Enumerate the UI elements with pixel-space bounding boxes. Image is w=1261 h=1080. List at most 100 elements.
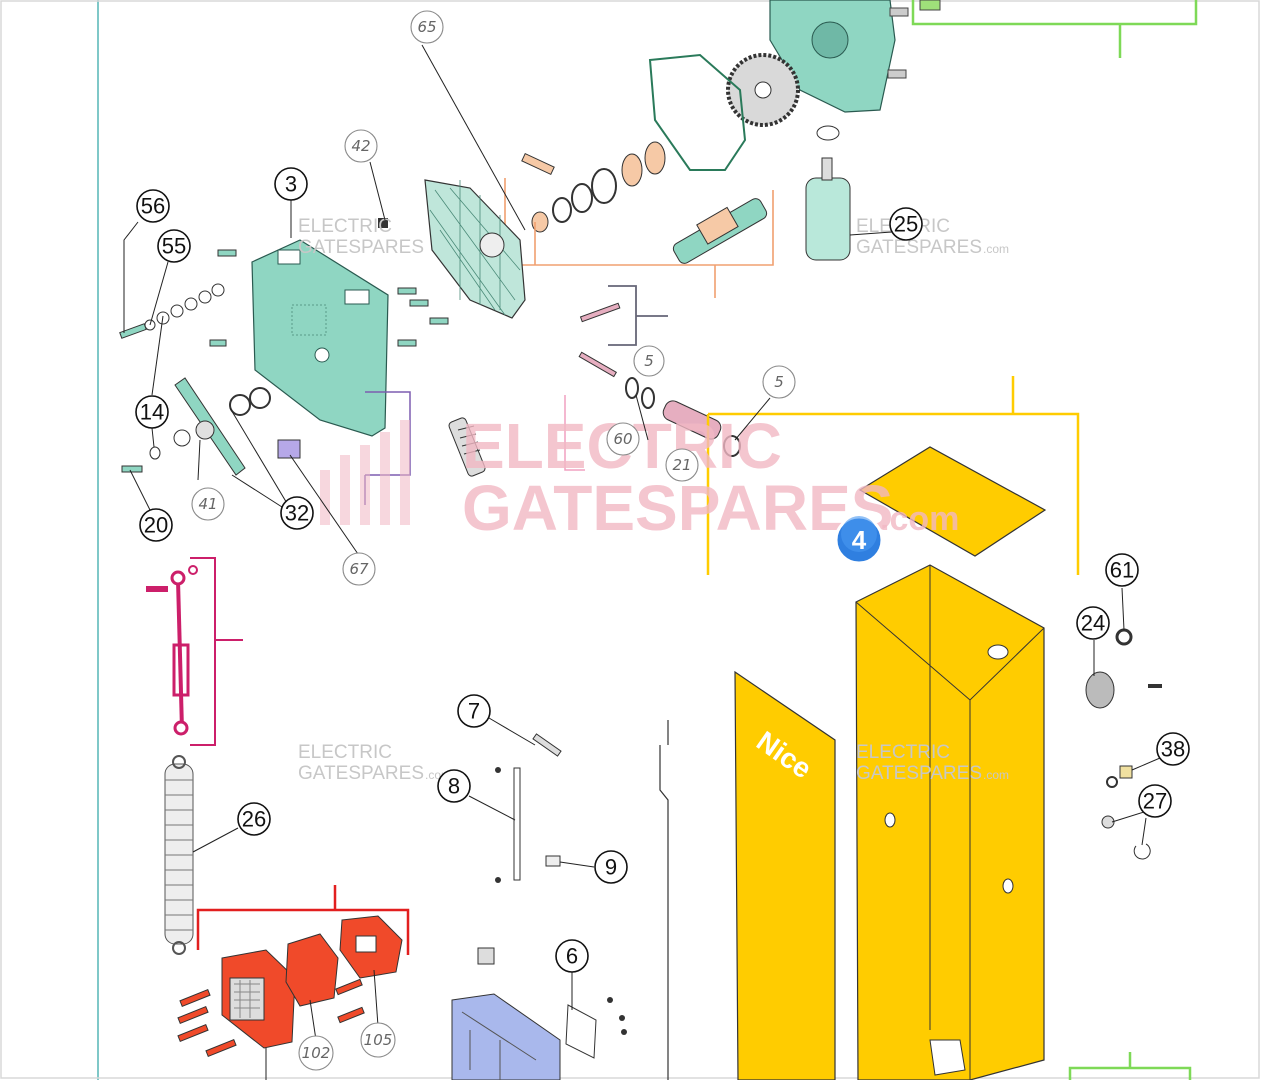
svg-text:65: 65: [417, 18, 436, 36]
svg-text:8: 8: [448, 774, 460, 799]
leader-lines: [123, 44, 1161, 1080]
svg-text:ELECTRIC: ELECTRIC: [298, 216, 392, 237]
callout-26: 26: [237, 802, 271, 836]
orange-bracket: [504, 178, 774, 298]
callout-55: 55: [157, 229, 191, 263]
ref-5-upper: 5: [633, 345, 665, 377]
callout-24: 24: [1076, 606, 1110, 640]
svg-text:.com: .com: [983, 242, 1009, 256]
main-gear: [726, 53, 800, 127]
callout-32: 32: [280, 496, 314, 530]
small-relay: [477, 947, 495, 965]
gasket: [648, 53, 747, 171]
svg-text:26: 26: [242, 807, 266, 832]
svg-text:ELECTRIC: ELECTRIC: [856, 742, 950, 763]
svg-text:27: 27: [1143, 789, 1167, 814]
ref-102: 102: [298, 1035, 334, 1071]
callout-61: 61: [1105, 553, 1139, 587]
ref-67: 67: [342, 552, 376, 586]
svg-text:56: 56: [141, 194, 165, 219]
callout-6: 6: [555, 939, 589, 973]
pink-pin: [578, 351, 618, 378]
ref-105: 105: [360, 1022, 396, 1058]
mount-plate-6: [565, 997, 627, 1059]
callout-9: 9: [594, 850, 628, 884]
callout-38: 38: [1156, 732, 1190, 766]
red-screws: [177, 978, 365, 1058]
watermark-br: ELECTRIC GATESPARES .com: [856, 742, 1009, 784]
red-bracket: [196, 885, 410, 955]
cabinet-lid: [858, 446, 1047, 557]
limit-parts: [495, 733, 562, 883]
svg-text:GATESPARES: GATESPARES: [298, 237, 424, 258]
callout-56: 56: [136, 189, 170, 223]
svg-text:GATESPARES: GATESPARES: [298, 763, 424, 784]
svg-text:60: 60: [613, 430, 632, 448]
cabinet-body: [855, 564, 1045, 1080]
callout-27: 27: [1138, 784, 1172, 818]
svg-text:42: 42: [351, 137, 370, 155]
svg-text:20: 20: [144, 513, 168, 538]
control-board-blue: [451, 993, 561, 1080]
lever-arm: [121, 377, 271, 476]
ref-41: 41: [191, 487, 225, 521]
svg-text:GATESPARES: GATESPARES: [462, 472, 893, 544]
svg-text:21: 21: [672, 456, 691, 474]
watermark-tl: ELECTRIC GATESPARES: [298, 216, 424, 258]
bearing-chain: [521, 141, 666, 233]
svg-text:GATESPARES: GATESPARES: [856, 237, 982, 258]
clip-part: [277, 439, 301, 459]
side-plate-3: [251, 239, 389, 437]
svg-text:55: 55: [162, 234, 186, 259]
pinion-assembly: [625, 377, 741, 457]
output-shaft: [672, 198, 768, 264]
svg-text:14: 14: [140, 400, 164, 425]
svg-text:ELECTRIC: ELECTRIC: [298, 742, 392, 763]
svg-text:5: 5: [644, 352, 654, 370]
svg-text:3: 3: [285, 172, 297, 197]
svg-text:24: 24: [1081, 611, 1105, 636]
svg-text:GATESPARES: GATESPARES: [856, 763, 982, 784]
small-pin: [579, 302, 621, 323]
ref-42: 42: [344, 129, 378, 163]
svg-text:.com: .com: [983, 768, 1009, 782]
ref-5-lower: 5: [762, 365, 796, 399]
svg-text:61: 61: [1110, 558, 1134, 583]
svg-text:9: 9: [605, 855, 617, 880]
svg-text:105: 105: [364, 1031, 393, 1049]
ref-60: 60: [606, 422, 640, 456]
green-bracket-bottom: [1068, 1052, 1192, 1080]
svg-text:32: 32: [285, 501, 309, 526]
red-cover: [285, 933, 339, 1007]
svg-text:.com: .com: [880, 500, 959, 538]
badge-4: 4: [834, 515, 884, 565]
svg-text:38: 38: [1161, 737, 1185, 762]
red-bracket-plate: [339, 915, 403, 979]
svg-text:25: 25: [894, 212, 918, 237]
cabinet-door: Nice: [734, 670, 836, 1080]
gearbox-housing-assembly: [769, 0, 941, 113]
svg-text:102: 102: [302, 1044, 331, 1062]
gear-plate: [424, 179, 526, 319]
svg-text:41: 41: [198, 495, 217, 513]
right-side-parts: [1085, 628, 1162, 860]
cable: [659, 720, 669, 1080]
tension-rod: [146, 565, 198, 736]
watermark-bl: ELECTRIC GATESPARES .com: [298, 742, 451, 784]
callout-3: 3: [274, 167, 308, 201]
green-bracket-top: [911, 0, 1198, 58]
svg-text:4: 4: [852, 525, 867, 555]
callout-8: 8: [437, 769, 471, 803]
svg-text:5: 5: [774, 373, 784, 391]
motor-cylinder: [805, 125, 851, 261]
svg-text:67: 67: [349, 560, 369, 578]
grey-bracket: [608, 285, 668, 346]
svg-text:7: 7: [468, 699, 480, 724]
callout-7: 7: [457, 694, 491, 728]
magenta-bracket: [190, 557, 243, 746]
callout-20: 20: [139, 508, 173, 542]
callout-25: 25: [889, 207, 923, 241]
worm-screw: [448, 417, 486, 477]
